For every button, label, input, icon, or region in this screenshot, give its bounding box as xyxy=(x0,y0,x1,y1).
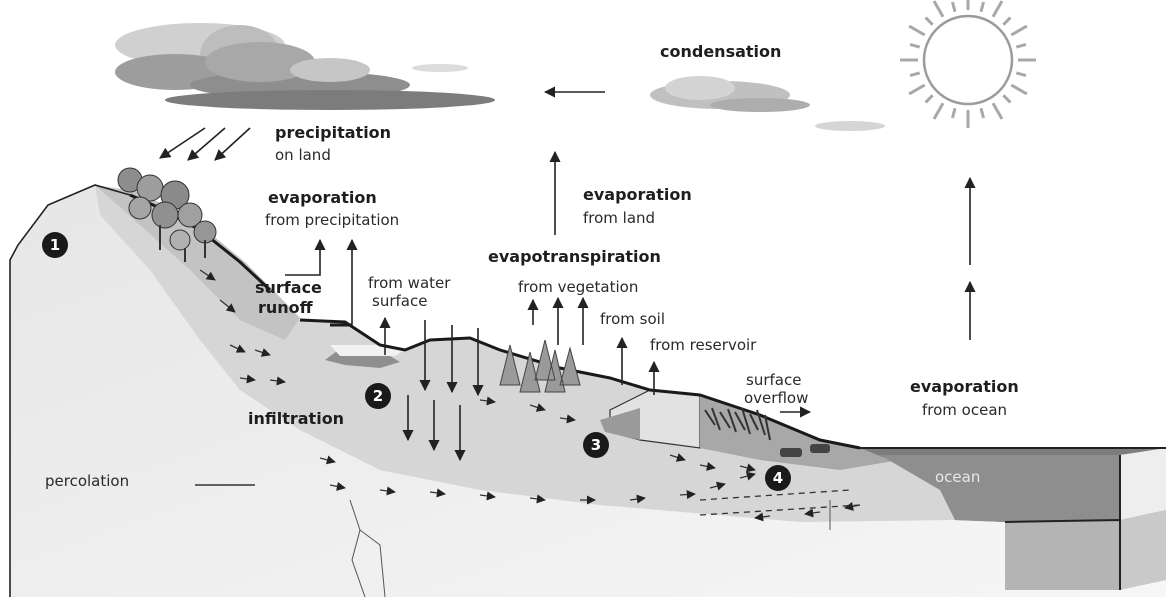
sun-ray xyxy=(909,85,925,94)
sun-ray xyxy=(1011,26,1027,35)
label-from-land: from land xyxy=(583,209,655,227)
label-evaporation-precip: evaporation xyxy=(268,188,377,207)
label-from-soil: from soil xyxy=(600,310,665,328)
sun-ray xyxy=(909,26,925,35)
label-surface-overflow-1: surface xyxy=(746,371,801,389)
sun-ray xyxy=(993,1,1002,17)
label-surface-overflow-2: overflow xyxy=(744,389,808,407)
sun-ray xyxy=(910,73,920,76)
sun-ray xyxy=(952,2,955,12)
label-precipitation: precipitation xyxy=(275,123,391,142)
sun-ray xyxy=(1016,44,1026,47)
label-ocean: ocean xyxy=(935,468,980,486)
sun-ray xyxy=(934,103,943,119)
svg-text:1: 1 xyxy=(50,236,60,254)
label-evapotranspiration: evapotranspiration xyxy=(488,247,661,266)
svg-text:3: 3 xyxy=(591,436,601,454)
sun-ray xyxy=(910,44,920,47)
label-on-land: on land xyxy=(275,146,331,164)
label-from-precipitation: from precipitation xyxy=(265,211,399,229)
marker-3: 3 xyxy=(583,432,609,458)
sun-ray xyxy=(926,95,933,102)
sun-ray xyxy=(981,108,984,118)
svg-text:2: 2 xyxy=(373,387,383,405)
label-from-reservoir: from reservoir xyxy=(650,336,757,354)
sun-icon xyxy=(900,0,1036,128)
label-condensation: condensation xyxy=(660,42,781,61)
marker-1: 1 xyxy=(42,232,68,258)
sun-ray xyxy=(1003,18,1010,25)
sun-ray xyxy=(981,2,984,12)
marker-2: 2 xyxy=(365,383,391,409)
sun-ray xyxy=(1016,73,1026,76)
label-evaporation-ocean: evaporation xyxy=(910,377,1019,396)
sun-ray xyxy=(926,18,933,25)
sun-ray xyxy=(952,108,955,118)
label-surface-runoff-1: surface xyxy=(255,278,322,297)
svg-text:4: 4 xyxy=(773,469,783,487)
sun-ray xyxy=(1003,95,1010,102)
sun-ray xyxy=(1011,85,1027,94)
label-from-water: from water xyxy=(368,274,451,292)
label-from-ocean: from ocean xyxy=(922,401,1007,419)
sun-ray xyxy=(934,1,943,17)
label-water-surface: surface xyxy=(372,292,427,310)
label-percolation: percolation xyxy=(45,472,129,490)
label-surface-runoff-2: runoff xyxy=(258,298,314,317)
marker-4: 4 xyxy=(765,465,791,491)
label-infiltration: infiltration xyxy=(248,409,344,428)
label-evaporation-land: evaporation xyxy=(583,185,692,204)
label-from-vegetation: from vegetation xyxy=(518,278,638,296)
sun-ray xyxy=(993,103,1002,119)
